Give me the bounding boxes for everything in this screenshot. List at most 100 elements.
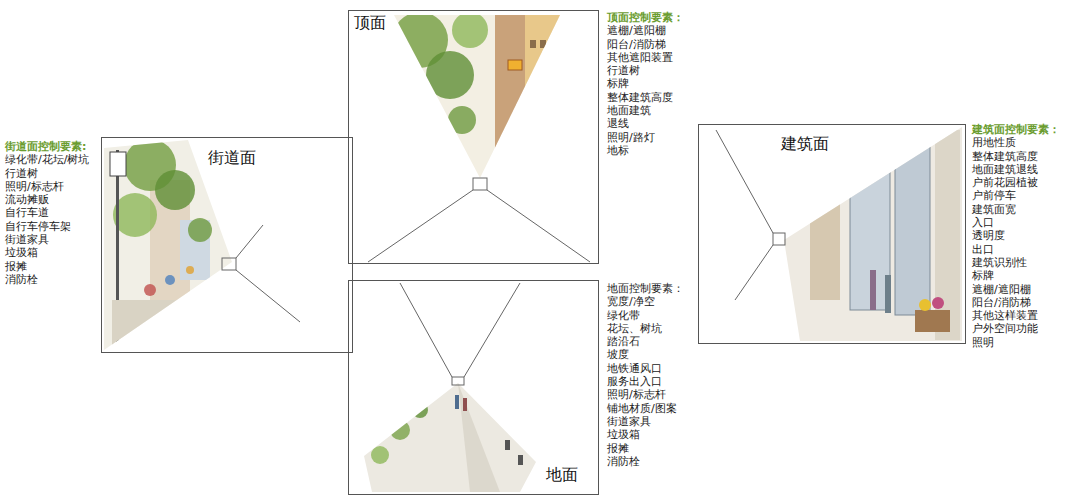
list-entry: 宽度/净空 bbox=[607, 295, 684, 308]
tree-sketch bbox=[113, 193, 157, 237]
sketch-ground bbox=[100, 138, 240, 353]
pavement-band bbox=[458, 383, 500, 492]
person-sketch bbox=[870, 270, 876, 310]
list-entry: 其他这样装置 bbox=[972, 309, 1060, 322]
list-entry: 用地性质 bbox=[972, 136, 1060, 149]
panel-title: 建筑面 bbox=[779, 134, 831, 153]
list-entry: 标牌 bbox=[607, 77, 684, 90]
window-sketch bbox=[530, 40, 536, 48]
building-sketch bbox=[525, 15, 565, 115]
list-entry: 照明/标志杆 bbox=[607, 388, 684, 401]
list-heading: 街道面控制要素: bbox=[5, 140, 89, 153]
view-panel: 建筑面 bbox=[698, 124, 966, 344]
perspective-line bbox=[464, 283, 520, 377]
list-entry: 退线 bbox=[607, 117, 684, 130]
window-sketch bbox=[540, 40, 546, 48]
list-entry: 消防栓 bbox=[607, 455, 684, 468]
element-list: 地面控制要素：宽度/净空绿化带花坛、树坑踏沿石坡度地铁通风口服务出入口照明/标志… bbox=[607, 282, 684, 468]
bollard-sketch bbox=[505, 440, 510, 450]
list-entry: 行道树 bbox=[607, 64, 684, 77]
list-entry: 坡度 bbox=[607, 348, 684, 361]
list-entry: 服务出入口 bbox=[607, 375, 684, 388]
top-sketch bbox=[390, 12, 565, 182]
vendor-sketch bbox=[165, 275, 175, 285]
vanishing-square bbox=[452, 377, 464, 385]
list-entry: 自行车道 bbox=[5, 206, 89, 219]
list-entry: 铺地材质/图案 bbox=[607, 402, 684, 415]
tree-sketch bbox=[390, 420, 410, 440]
vanishing-square bbox=[773, 233, 785, 245]
tree-sketch bbox=[448, 106, 476, 134]
list-entry: 遮棚/遮阳棚 bbox=[972, 283, 1060, 296]
person-sketch bbox=[463, 398, 467, 411]
list-entry: 街道家具 bbox=[607, 415, 684, 428]
person-sketch bbox=[885, 275, 891, 313]
list-entry: 标牌 bbox=[972, 269, 1060, 282]
list-entry: 出口 bbox=[972, 243, 1060, 256]
list-entry: 报摊 bbox=[607, 442, 684, 455]
element-list: 顶面控制要素：遮棚/遮阳棚阳台/消防梯其他遮阳装置行道树标牌整体建筑高度地面建筑… bbox=[607, 11, 684, 157]
list-heading: 地面控制要素： bbox=[607, 282, 684, 295]
tree-sketch bbox=[188, 218, 212, 242]
planter-sketch bbox=[915, 310, 950, 332]
list-entry: 遮棚/遮阳棚 bbox=[607, 24, 684, 37]
tree-sketch bbox=[155, 170, 195, 210]
list-entry: 垃圾箱 bbox=[607, 428, 684, 441]
list-entry: 消防栓 bbox=[5, 273, 89, 286]
street-sketch bbox=[100, 138, 240, 353]
shop-sign bbox=[835, 183, 849, 197]
list-entry: 户前花园植被 bbox=[972, 176, 1060, 189]
list-entry: 透明度 bbox=[972, 229, 1060, 242]
list-entry: 建筑识别性 bbox=[972, 256, 1060, 269]
element-list: 建筑面控制要素：用地性质整体建筑高度地面建筑退线户前花园植被户前停车建筑面宽入口… bbox=[972, 123, 1060, 349]
panel-title: 地面 bbox=[544, 465, 580, 484]
view-panel: 顶面 bbox=[348, 10, 599, 264]
tree-sketch bbox=[426, 51, 474, 99]
pavement-sketch bbox=[360, 380, 545, 495]
sketch-sky bbox=[390, 12, 565, 182]
tree-sketch bbox=[371, 446, 389, 464]
flower-sketch bbox=[919, 299, 931, 311]
list-entry: 地标 bbox=[607, 144, 684, 157]
list-entry: 入口 bbox=[972, 216, 1060, 229]
facade-sketch bbox=[780, 125, 965, 345]
window-sketch bbox=[895, 140, 930, 315]
perspective-line bbox=[236, 225, 263, 258]
perspective-line bbox=[368, 190, 473, 262]
list-entry: 花坛、树坑 bbox=[607, 322, 684, 335]
tree-sketch bbox=[412, 402, 428, 418]
vendor-sketch bbox=[144, 284, 156, 296]
list-entry: 户前停车 bbox=[972, 189, 1060, 202]
tree-sketch bbox=[452, 12, 488, 48]
perspective-line bbox=[487, 190, 590, 262]
list-entry: 其他遮阳装置 bbox=[607, 51, 684, 64]
list-entry: 自行车停车架 bbox=[5, 220, 89, 233]
list-entry: 整体建筑高度 bbox=[607, 91, 684, 104]
list-entry: 垃圾箱 bbox=[5, 246, 89, 259]
panel-title: 顶面 bbox=[352, 13, 388, 32]
vanishing-square bbox=[473, 178, 487, 190]
list-entry: 阳台/消防梯 bbox=[607, 38, 684, 51]
list-entry: 地面建筑 bbox=[607, 104, 684, 117]
ground-sketch bbox=[360, 380, 545, 495]
list-entry: 街道家具 bbox=[5, 233, 89, 246]
perspective-line bbox=[400, 283, 452, 377]
window-sketch bbox=[850, 150, 890, 310]
shopfront-sketch bbox=[810, 200, 840, 300]
list-entry: 行道树 bbox=[5, 167, 89, 180]
building-sketch-group bbox=[780, 125, 965, 345]
person-sketch bbox=[455, 395, 459, 409]
vanishing-square bbox=[222, 258, 236, 270]
list-entry: 报摊 bbox=[5, 260, 89, 273]
street-sign bbox=[110, 152, 126, 176]
view-panel: 地面 bbox=[348, 280, 599, 495]
vendor-sketch bbox=[186, 266, 194, 274]
list-entry: 绿化带 bbox=[607, 309, 684, 322]
list-entry: 建筑面宽 bbox=[972, 203, 1060, 216]
list-entry: 绿化带/花坛/树坑 bbox=[5, 153, 89, 166]
list-heading: 顶面控制要素： bbox=[607, 11, 684, 24]
list-entry: 照明/路灯 bbox=[607, 131, 684, 144]
list-entry: 地铁通风口 bbox=[607, 362, 684, 375]
list-entry: 踏沿石 bbox=[607, 335, 684, 348]
